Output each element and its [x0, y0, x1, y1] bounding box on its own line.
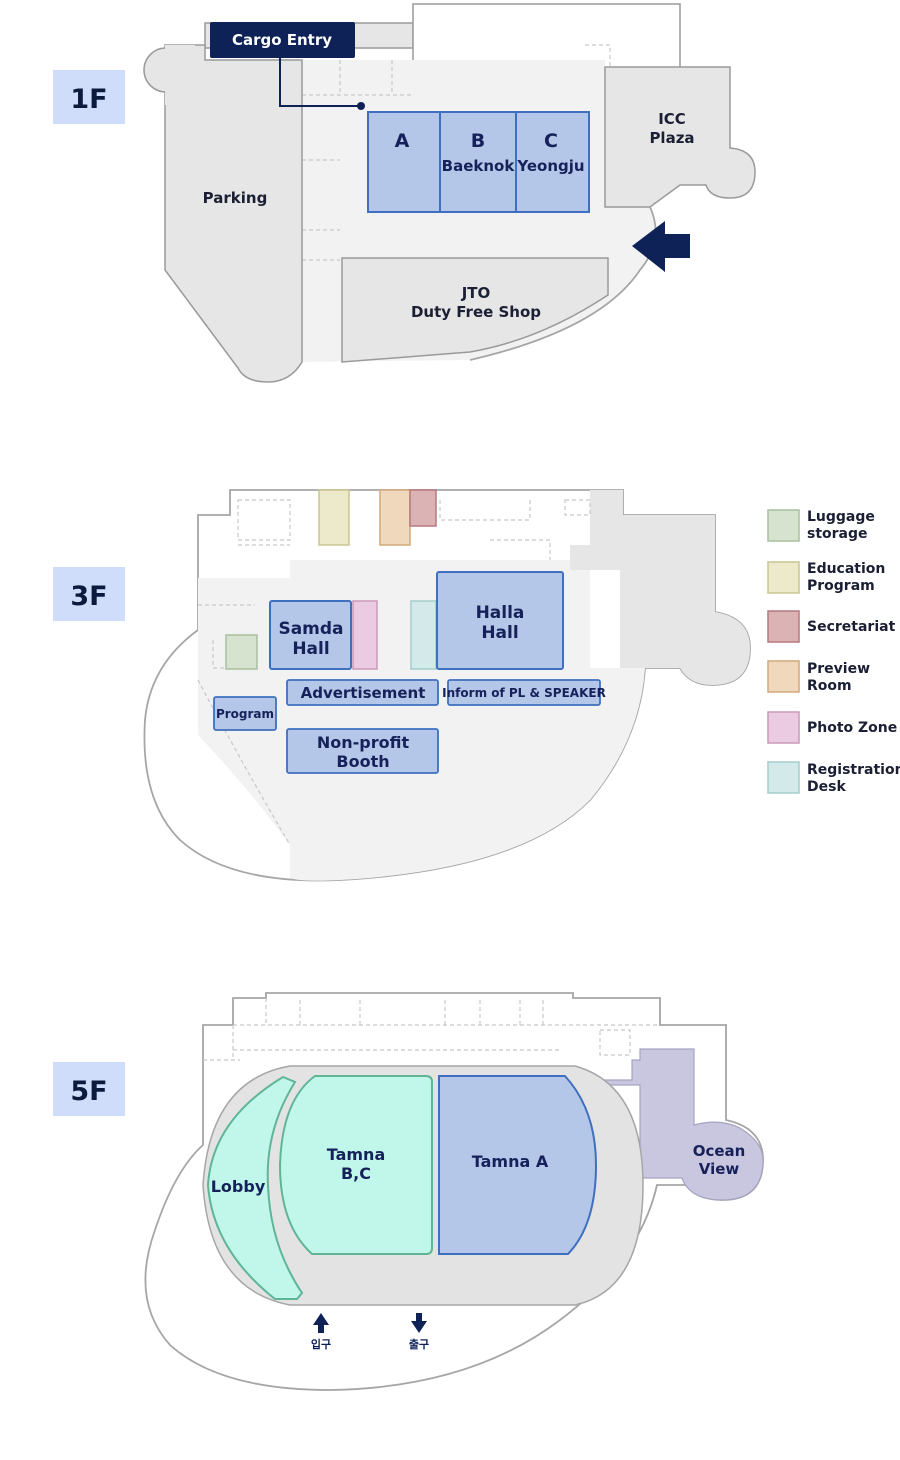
floor-1f: 1F Parking JTO Duty Free Shop ICC Plaza … [53, 3, 756, 383]
1f-inner-grid [302, 44, 611, 261]
lobby[interactable] [206, 1075, 304, 1300]
nonprofit-label-line1: Non-profit [317, 733, 410, 752]
legend-preview-line2: Room [807, 678, 852, 694]
icc-plaza[interactable] [604, 66, 756, 208]
cargo-entry-badge[interactable] [210, 22, 355, 58]
advertisement-label: Advertisement [301, 684, 426, 702]
hall-b-letter: B [471, 130, 485, 152]
legend-swatch-preview [767, 660, 800, 693]
hall-b-name: Baeknok [442, 157, 516, 175]
inform-pl-speaker-zone[interactable] [447, 679, 601, 706]
tamna-a-label: Tamna A [472, 1152, 549, 1171]
legend-education-line2: Program [807, 578, 875, 594]
cargo-route-dot [357, 102, 365, 110]
program-desk[interactable] [213, 696, 277, 731]
jto-label-line2: Duty Free Shop [411, 303, 541, 321]
hall-c-yeongju[interactable] [515, 111, 590, 213]
legend-photo-line1: Photo Zone [807, 720, 897, 736]
floor-1f-tag-label: 1F [70, 84, 107, 115]
ocean-label-line2: View [699, 1160, 740, 1178]
legend-swatch-education [767, 561, 800, 594]
tamna-bc-label-line1: Tamna [327, 1145, 386, 1164]
cargo-entry-label: Cargo Entry [232, 31, 332, 49]
parking-label: Parking [203, 189, 268, 207]
floor-3f-tag[interactable] [53, 567, 125, 621]
hall-a[interactable] [367, 111, 441, 213]
legend-swatch-registration [767, 761, 800, 794]
legend-secretariat-line1: Secretariat [807, 619, 896, 635]
legend-registration-line1: Registration [807, 762, 900, 778]
icc-label-line2: Plaza [649, 129, 694, 147]
legend-swatch-photo [767, 711, 800, 744]
halla-hall[interactable] [436, 571, 564, 670]
nonprofit-booth[interactable] [286, 728, 439, 774]
legend-swatch-luggage [767, 509, 800, 542]
tamna-bc-hall[interactable] [278, 1075, 433, 1255]
jto-duty-free-shop[interactable] [341, 257, 609, 363]
samda-hall[interactable] [269, 600, 352, 670]
legend-swatch-secretariat [767, 610, 800, 643]
jto-label-line1: JTO [461, 284, 491, 302]
floor-5f-tag[interactable] [53, 1062, 125, 1116]
preview-room[interactable] [379, 489, 411, 546]
halla-label-line1: Halla [476, 603, 525, 623]
samda-label-line2: Hall [292, 639, 329, 659]
ocean-label-line1: Ocean [693, 1142, 746, 1160]
halla-label-line2: Hall [481, 623, 518, 643]
3f-west-dash-curve [197, 679, 291, 846]
floor-5f-tag-label: 5F [70, 1076, 107, 1107]
hall-b-baeknok[interactable] [439, 111, 517, 213]
advertisement-zone[interactable] [286, 679, 439, 706]
exit-arrow-icon [411, 1313, 427, 1333]
registration-desk[interactable] [410, 600, 437, 670]
secretariat-room[interactable] [409, 489, 437, 527]
program-label: Program [216, 707, 274, 721]
legend-education-line1: Education [807, 561, 885, 577]
luggage-storage-room[interactable] [225, 634, 258, 670]
legend-preview-line1: Preview [807, 661, 870, 677]
legend-registration-line2: Desk [807, 779, 846, 795]
inform-label: Inform of PL & SPEAKER [442, 686, 606, 700]
photo-zone[interactable] [352, 600, 378, 670]
hall-c-name: Yeongju [516, 157, 584, 175]
nonprofit-label-line2: Booth [336, 752, 389, 771]
floor-5f: 5F Ocean View Lobby Tamna B,C Tamna A 입구… [53, 992, 764, 1391]
5f-inner-grid [203, 998, 660, 1061]
legend-luggage-line2: storage [807, 526, 868, 542]
floor-3f: 3F Samda Hall Halla Hall Advertisement I… [53, 489, 751, 882]
ocean-view[interactable] [604, 1048, 764, 1201]
education-program-room[interactable] [318, 489, 350, 546]
cargo-route-line [279, 58, 360, 107]
lobby-label: Lobby [211, 1177, 266, 1196]
tamna-a-hall[interactable] [438, 1075, 598, 1255]
tamna-bc-label-line2: B,C [341, 1164, 371, 1183]
legend-luggage-line1: Luggage [807, 509, 875, 525]
exit-label: 출구 [409, 1337, 429, 1351]
floor-1f-tag[interactable] [53, 70, 125, 124]
floor-3f-tag-label: 3F [70, 581, 107, 612]
icc-label-line1: ICC [658, 110, 686, 128]
parking-area [164, 44, 303, 383]
entrance-arrow-icon [313, 1313, 329, 1333]
hall-a-label: A [395, 130, 410, 152]
samda-label-line1: Samda [278, 619, 343, 639]
main-entrance-arrow-icon [632, 221, 690, 272]
entrance-label: 입구 [311, 1338, 331, 1351]
legend: Luggage storage Education Program Secret… [767, 509, 900, 795]
parking-corner-fill [165, 45, 195, 105]
3f-east-wing [570, 490, 750, 685]
hall-c-letter: C [544, 130, 558, 152]
